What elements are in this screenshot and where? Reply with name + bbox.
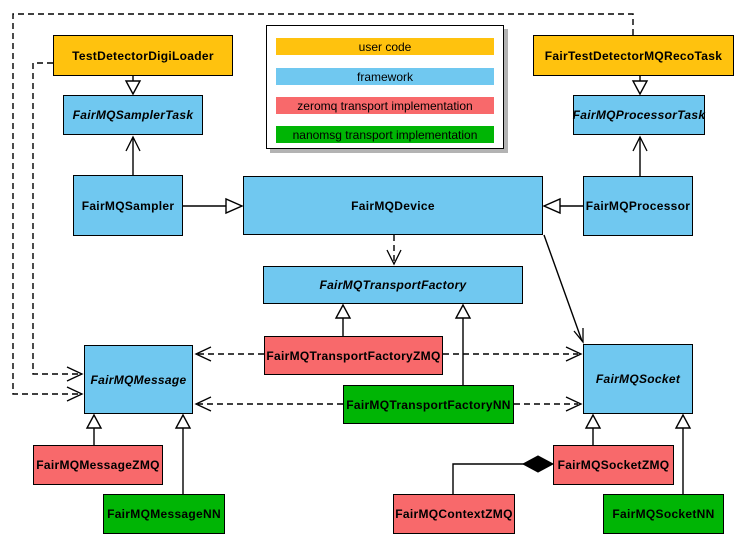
node-fairmq-transport-factory: FairMQTransportFactory <box>263 266 523 304</box>
node-label: FairMQSocketZMQ <box>557 458 670 472</box>
edge-dependency-factoryzmq-socket <box>443 346 583 362</box>
node-label: FairTestDetectorMQRecoTask <box>544 48 723 63</box>
legend-label: framework <box>356 69 413 84</box>
legend-item-nanomsg: nanomsg transport implementation <box>276 126 494 143</box>
node-fairmq-transport-factory-nn: FairMQTransportFactoryNN <box>343 385 514 424</box>
edge-dependency-factorynn-message <box>194 396 343 412</box>
node-label: FairMQSamplerTask <box>72 108 194 122</box>
edge-dependency-device-factory <box>386 235 402 266</box>
edge-inheritance-socketnn-socket <box>674 413 692 494</box>
node-fairmq-processor: FairMQProcessor <box>583 176 693 236</box>
node-label: FairMQTransportFactoryZMQ <box>266 348 441 363</box>
edge-inheritance-processor-device <box>542 197 583 215</box>
edge-association-processor-processortask <box>632 135 648 176</box>
edge-inheritance-messagezmq-message <box>85 413 103 445</box>
edge-inheritance-factoryzmq-factory <box>334 303 352 336</box>
legend-item-zeromq: zeromq transport implementation <box>276 97 494 114</box>
legend-item-framework: framework <box>276 68 494 85</box>
node-fairmq-transport-factory-zmq: FairMQTransportFactoryZMQ <box>264 336 443 375</box>
node-label: FairMQProcessor <box>585 199 691 213</box>
node-label: FairMQSocket <box>595 372 681 386</box>
edge-inheritance-factorynn-factory <box>454 303 472 385</box>
node-fair-test-detector-mq-reco-task: FairTestDetectorMQRecoTask <box>533 35 734 76</box>
node-fairmq-message-nn: FairMQMessageNN <box>103 494 225 534</box>
node-fairmq-processor-task: FairMQProcessorTask <box>573 95 705 135</box>
legend-label: nanomsg transport implementation <box>292 127 478 142</box>
edge-inheritance-messagenn-message <box>174 413 192 494</box>
node-label: FairMQMessageZMQ <box>36 458 160 472</box>
node-fairmq-device: FairMQDevice <box>243 176 543 235</box>
legend-box: user code framework zeromq transport imp… <box>266 25 504 149</box>
edge-association-sampler-samplertask <box>125 135 141 175</box>
edge-inheritance-digiloader-samplertask <box>124 76 142 96</box>
node-fairmq-context-zmq: FairMQContextZMQ <box>393 494 515 534</box>
edge-inheritance-recotask-processortask <box>631 76 649 96</box>
node-fairmq-socket-zmq: FairMQSocketZMQ <box>553 445 674 485</box>
node-label: FairMQTransportFactory <box>319 278 467 292</box>
node-fairmq-message: FairMQMessage <box>84 345 193 414</box>
edge-inheritance-sampler-device <box>183 197 244 215</box>
node-test-detector-digi-loader: TestDetectorDigiLoader <box>53 35 233 76</box>
node-label: FairMQDevice <box>351 198 435 213</box>
edge-dependency-digiloader-message <box>32 62 84 382</box>
legend-label: zeromq transport implementation <box>297 98 473 113</box>
edge-association-device-socket <box>543 234 584 344</box>
node-fairmq-sampler-task: FairMQSamplerTask <box>63 95 203 135</box>
node-label: FairMQSampler <box>81 198 175 213</box>
legend-item-user-code: user code <box>276 38 494 55</box>
node-fairmq-socket: FairMQSocket <box>583 344 693 414</box>
node-label: FairMQMessage <box>90 372 187 387</box>
edge-dependency-recotask-message <box>12 13 634 402</box>
node-label: FairMQContextZMQ <box>395 507 513 521</box>
node-label: FairMQTransportFactoryNN <box>346 397 511 412</box>
node-label: FairMQMessageNN <box>107 507 221 521</box>
legend-label: user code <box>358 39 412 54</box>
node-label: FairMQSocketNN <box>612 507 715 521</box>
node-fairmq-message-zmq: FairMQMessageZMQ <box>33 445 163 485</box>
node-fairmq-socket-nn: FairMQSocketNN <box>603 494 724 534</box>
node-label: TestDetectorDigiLoader <box>72 48 214 63</box>
edge-inheritance-socketzmq-socket <box>584 413 602 445</box>
node-label: FairMQProcessorTask <box>572 108 706 122</box>
node-fairmq-sampler: FairMQSampler <box>73 175 183 236</box>
edge-dependency-factorynn-socket <box>514 396 583 412</box>
edge-dependency-factoryzmq-message <box>194 346 264 362</box>
edge-composition-socketzmq-contextzmq <box>452 455 555 494</box>
